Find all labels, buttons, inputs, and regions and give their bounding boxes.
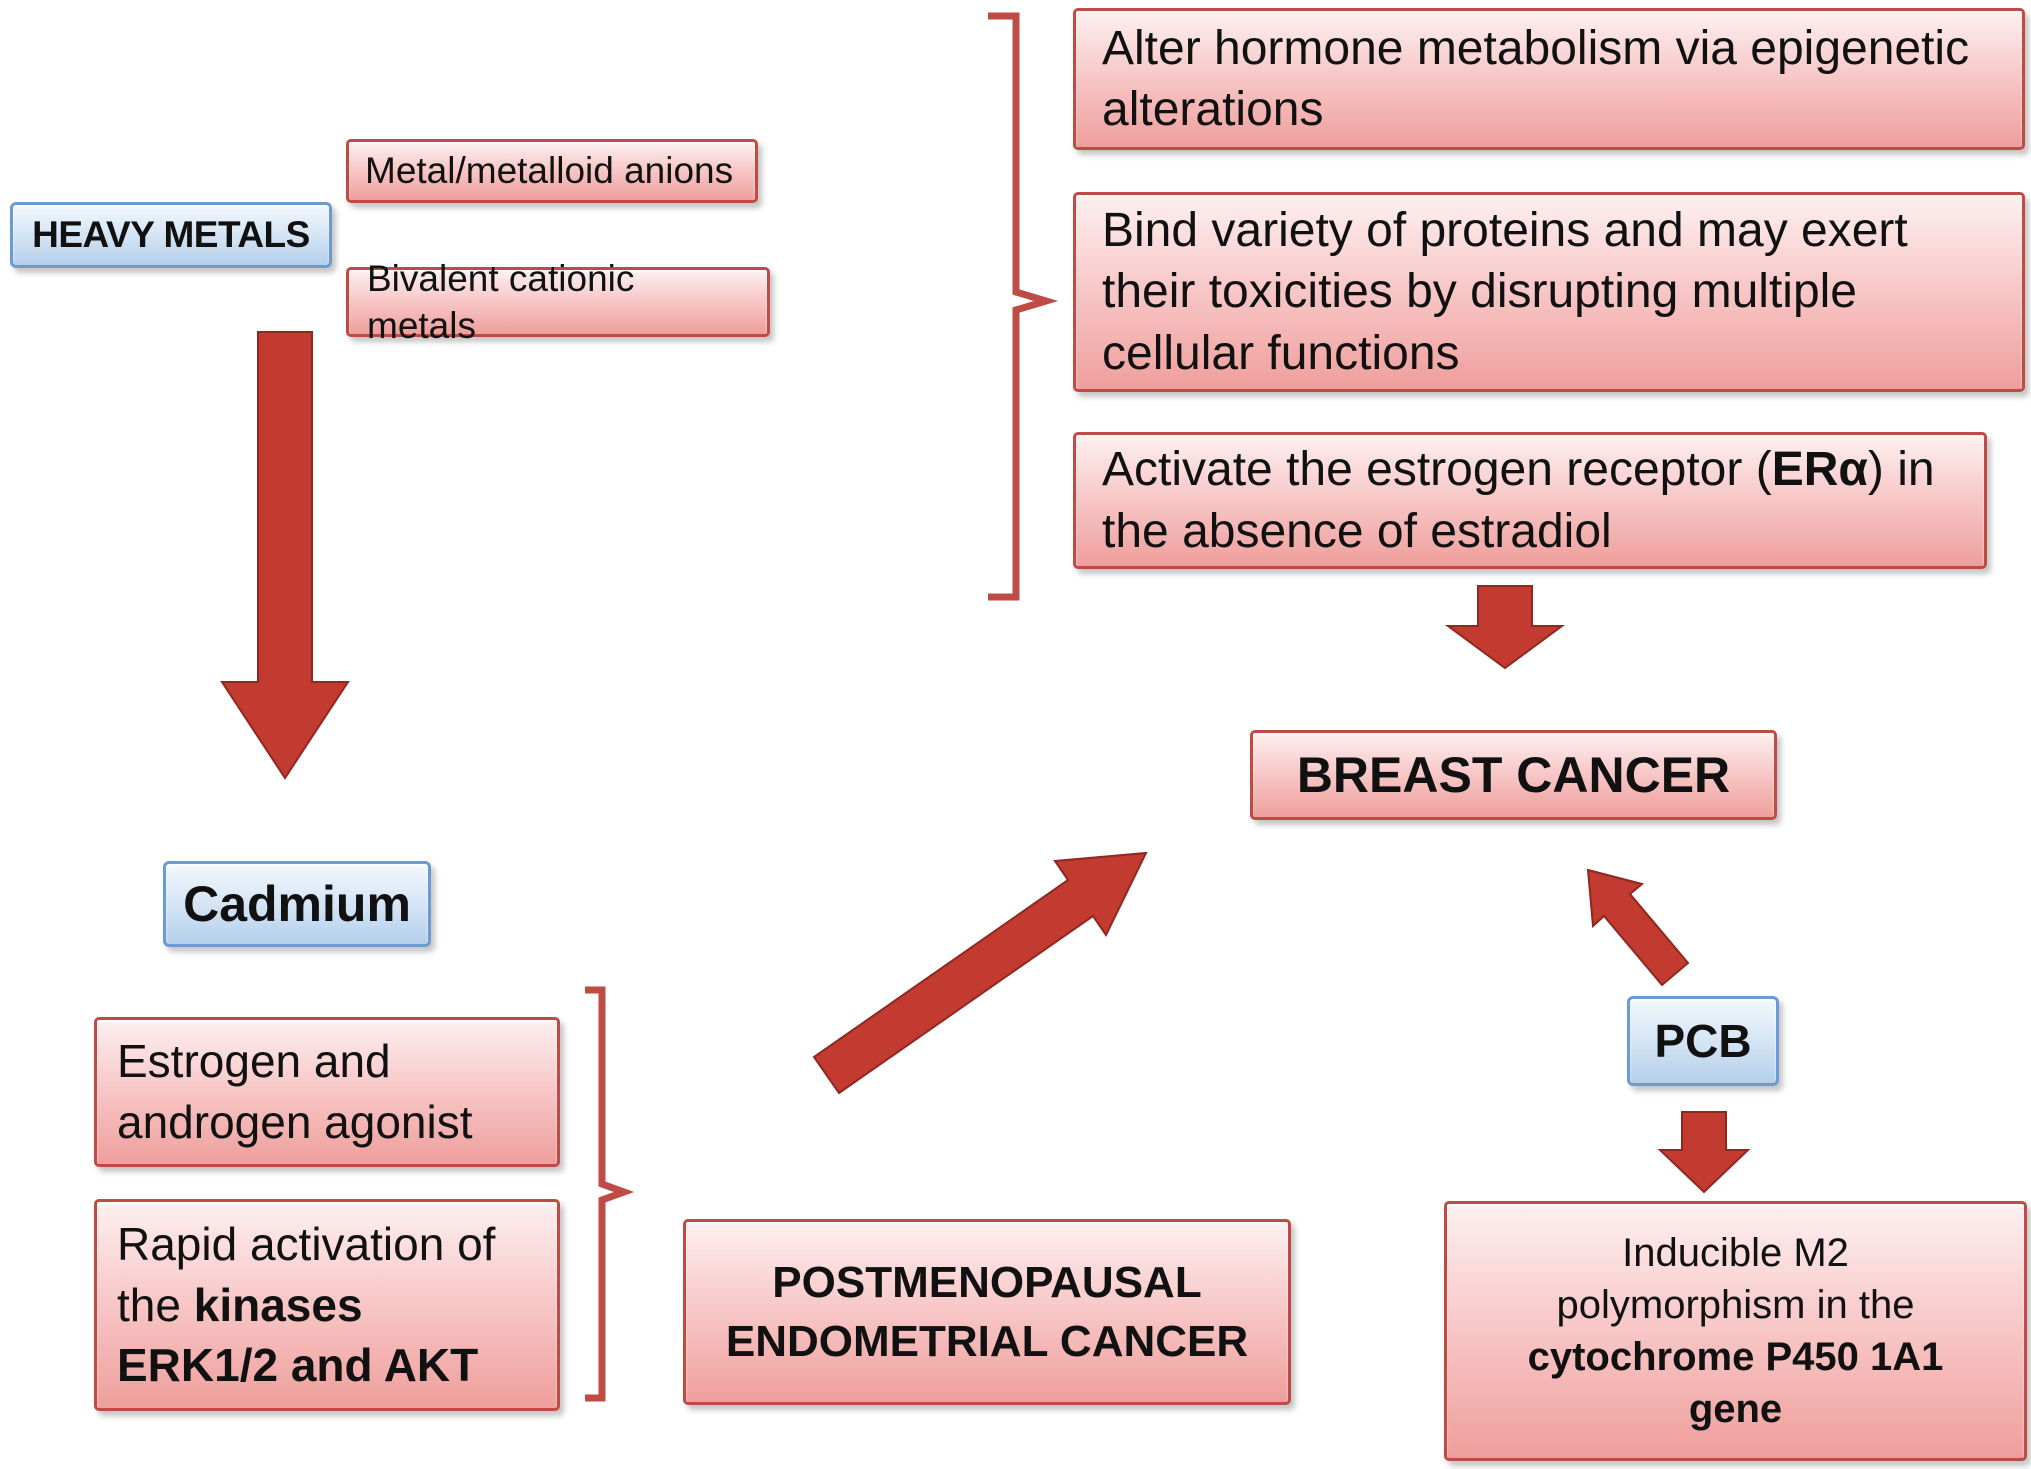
- bracket-metal-effects: [988, 12, 1059, 601]
- bracket-cadmium-effects: [585, 986, 635, 1402]
- effect-er-bold: ERα: [1771, 443, 1868, 497]
- node-postmenopausal-endometrial-cancer-label: POSTMENOPAUSAL ENDOMETRIAL CANCER: [725, 1257, 1249, 1366]
- arrow-endometrial-to-breast-cancer: [812, 851, 1148, 1095]
- node-cadmium: Cadmium: [163, 861, 431, 947]
- node-rapid-activation-label: Rapid activation of the kinases ERK1/2 a…: [117, 1214, 517, 1396]
- node-breast-cancer-label: BREAST CANCER: [1296, 747, 1731, 803]
- node-metal-metalloid-anions: Metal/metalloid anions: [346, 139, 758, 203]
- node-effect-proteins: Bind variety of proteins and may exert t…: [1073, 192, 2025, 392]
- node-effect-epigenetic-label: Alter hormone metabolism via epigenetic …: [1102, 21, 1970, 136]
- node-rapid-activation: Rapid activation of the kinases ERK1/2 a…: [94, 1199, 560, 1411]
- inducible-m2-pre: Inducible M2 polymorphism in the: [1556, 1231, 1915, 1327]
- arrow-pcb-to-breast-cancer: [1586, 868, 1690, 987]
- node-heavy-metals-label: HEAVY METALS: [32, 214, 310, 256]
- arrow-heavy-metals-to-cadmium: [220, 331, 350, 780]
- node-cadmium-label: Cadmium: [183, 876, 411, 932]
- arrow-effects-to-breast-cancer: [1444, 585, 1566, 670]
- effect-er-post: ) in the absence of estradiol: [1102, 443, 1935, 558]
- inducible-m2-bold: cytochrome P450 1A1 gene: [1527, 1335, 1944, 1431]
- effect-er-pre: Activate the estrogen receptor (: [1102, 443, 1772, 497]
- arrow-pcb-to-inducible: [1657, 1111, 1751, 1194]
- node-bivalent-cationic-metals: Bivalent cationic metals: [346, 258, 770, 346]
- node-postmenopausal-endometrial-cancer: POSTMENOPAUSAL ENDOMETRIAL CANCER: [683, 1219, 1291, 1405]
- node-pcb: PCB: [1627, 996, 1779, 1086]
- node-breast-cancer: BREAST CANCER: [1250, 730, 1777, 820]
- rapid-activation-pre: Rapid activation of the: [117, 1217, 496, 1331]
- node-effect-estrogen-receptor-label: Activate the estrogen receptor (ERα) in …: [1102, 439, 1968, 562]
- node-effect-proteins-label: Bind variety of proteins and may exert t…: [1102, 203, 1908, 380]
- node-pcb-label: PCB: [1654, 1014, 1752, 1067]
- node-metal-metalloid-anions-label: Metal/metalloid anions: [365, 150, 734, 192]
- node-bivalent-cationic-metals-label: Bivalent cationic metals: [367, 257, 635, 346]
- rapid-activation-bold: kinases ERK1/2 and AKT: [117, 1278, 479, 1392]
- node-inducible-m2-polymorphism: Inducible M2 polymorphism in the cytochr…: [1444, 1201, 2027, 1461]
- node-effect-estrogen-receptor: Activate the estrogen receptor (ERα) in …: [1073, 432, 1987, 569]
- node-inducible-m2-polymorphism-label: Inducible M2 polymorphism in the cytochr…: [1497, 1227, 1974, 1435]
- node-estrogen-androgen-agonist-label: Estrogen and androgen agonist: [117, 1035, 473, 1148]
- node-heavy-metals: HEAVY METALS: [10, 202, 332, 268]
- node-estrogen-androgen-agonist: Estrogen and androgen agonist: [94, 1017, 560, 1167]
- node-effect-epigenetic: Alter hormone metabolism via epigenetic …: [1073, 8, 2025, 150]
